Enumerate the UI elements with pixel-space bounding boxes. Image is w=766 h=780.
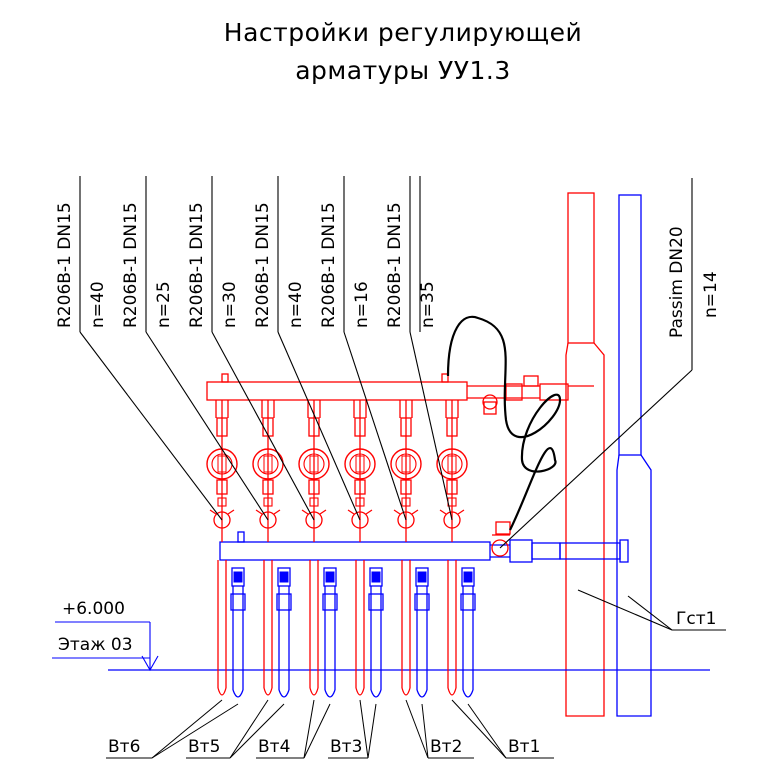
passim-setting-label: n=14 <box>701 271 721 318</box>
return-valve <box>461 567 475 587</box>
outlet-name: Вт5 <box>188 737 220 757</box>
valve-model-label: R206B-1 DN15 <box>55 202 75 328</box>
title-line-1: Настройки регулирующей <box>223 18 583 47</box>
control-valve <box>351 511 369 529</box>
valve-setting-label: n=40 <box>286 281 306 328</box>
return-valve <box>323 567 337 587</box>
supply-riser <box>565 192 605 717</box>
flow-meter <box>436 448 468 480</box>
outlet-label: Вт5 <box>186 699 285 759</box>
outlet-name: Вт4 <box>258 737 290 757</box>
title-line-2: арматуры УУ1.3 <box>295 56 511 85</box>
outlet-label: Вт4 <box>256 699 331 759</box>
valve-setting-label: n=25 <box>154 281 174 328</box>
passim-callout: Passim DN20 n=14 <box>499 178 721 549</box>
valve-callouts: R206B-1 DN15 n=40 R206B-1 DN15 n=25 R206B-1 … <box>55 202 438 328</box>
flow-meter <box>298 448 330 480</box>
control-valve <box>213 511 231 529</box>
flow-meter <box>390 448 422 480</box>
level-elevation: +6.000 <box>62 599 125 619</box>
outlet-label: Вт2 <box>405 699 474 759</box>
outlet-name: Вт1 <box>508 737 540 757</box>
outlet-label: Вт3 <box>328 699 377 759</box>
valve-setting-label: n=16 <box>352 281 372 328</box>
branch-loop <box>390 400 430 698</box>
control-valve <box>443 511 461 529</box>
balancing-valve-passim <box>491 521 511 557</box>
impulse-tube <box>446 315 562 531</box>
return-valve <box>369 567 383 587</box>
return-manifold <box>219 531 629 563</box>
supply-manifold <box>206 373 594 415</box>
branch-loop <box>298 400 338 698</box>
outlet-name: Вт3 <box>330 737 362 757</box>
valve-model-label: R206B-1 DN15 <box>121 202 141 328</box>
valve-leader-lines <box>79 176 453 521</box>
riser-label: Гст1 <box>676 609 716 629</box>
return-riser <box>616 194 652 717</box>
outlet-name: Вт2 <box>430 737 462 757</box>
return-valve <box>415 567 429 587</box>
outlet-label: Вт6 <box>106 699 239 759</box>
valve-model-label: R206B-1 DN15 <box>187 202 207 328</box>
valve-setting-label: n=35 <box>418 281 438 328</box>
branch-loop <box>344 400 384 698</box>
drawing-title: Настройки регулирующей арматуры УУ1.3 <box>0 14 766 90</box>
valve-model-label: R206B-1 DN15 <box>253 202 273 328</box>
control-valve <box>259 511 277 529</box>
valve-setting-label: n=30 <box>220 281 240 328</box>
level-floor: Этаж 03 <box>58 635 133 655</box>
control-valve <box>305 511 323 529</box>
passim-model-label: Passim DN20 <box>667 226 687 338</box>
branch-loop <box>436 400 476 698</box>
return-valve <box>277 567 291 587</box>
valve-model-label: R206B-1 DN15 <box>385 202 405 328</box>
flow-meter <box>344 448 376 480</box>
valve-setting-label: n=40 <box>88 281 108 328</box>
outlet-label: Вт1 <box>451 699 554 759</box>
outlet-name: Вт6 <box>108 737 140 757</box>
control-valve <box>397 511 415 529</box>
level-marker: +6.000 Этаж 03 <box>52 599 159 672</box>
valve-model-label: R206B-1 DN15 <box>319 202 339 328</box>
branch-loop <box>206 400 246 698</box>
branch-loop <box>252 400 292 698</box>
outlet-labels: Вт6 Вт5 Вт4 Вт3 Вт2 Вт1 <box>106 699 554 759</box>
return-valve <box>231 567 245 587</box>
branch-loops <box>206 400 476 698</box>
riser-callout: Гст1 <box>577 589 726 631</box>
